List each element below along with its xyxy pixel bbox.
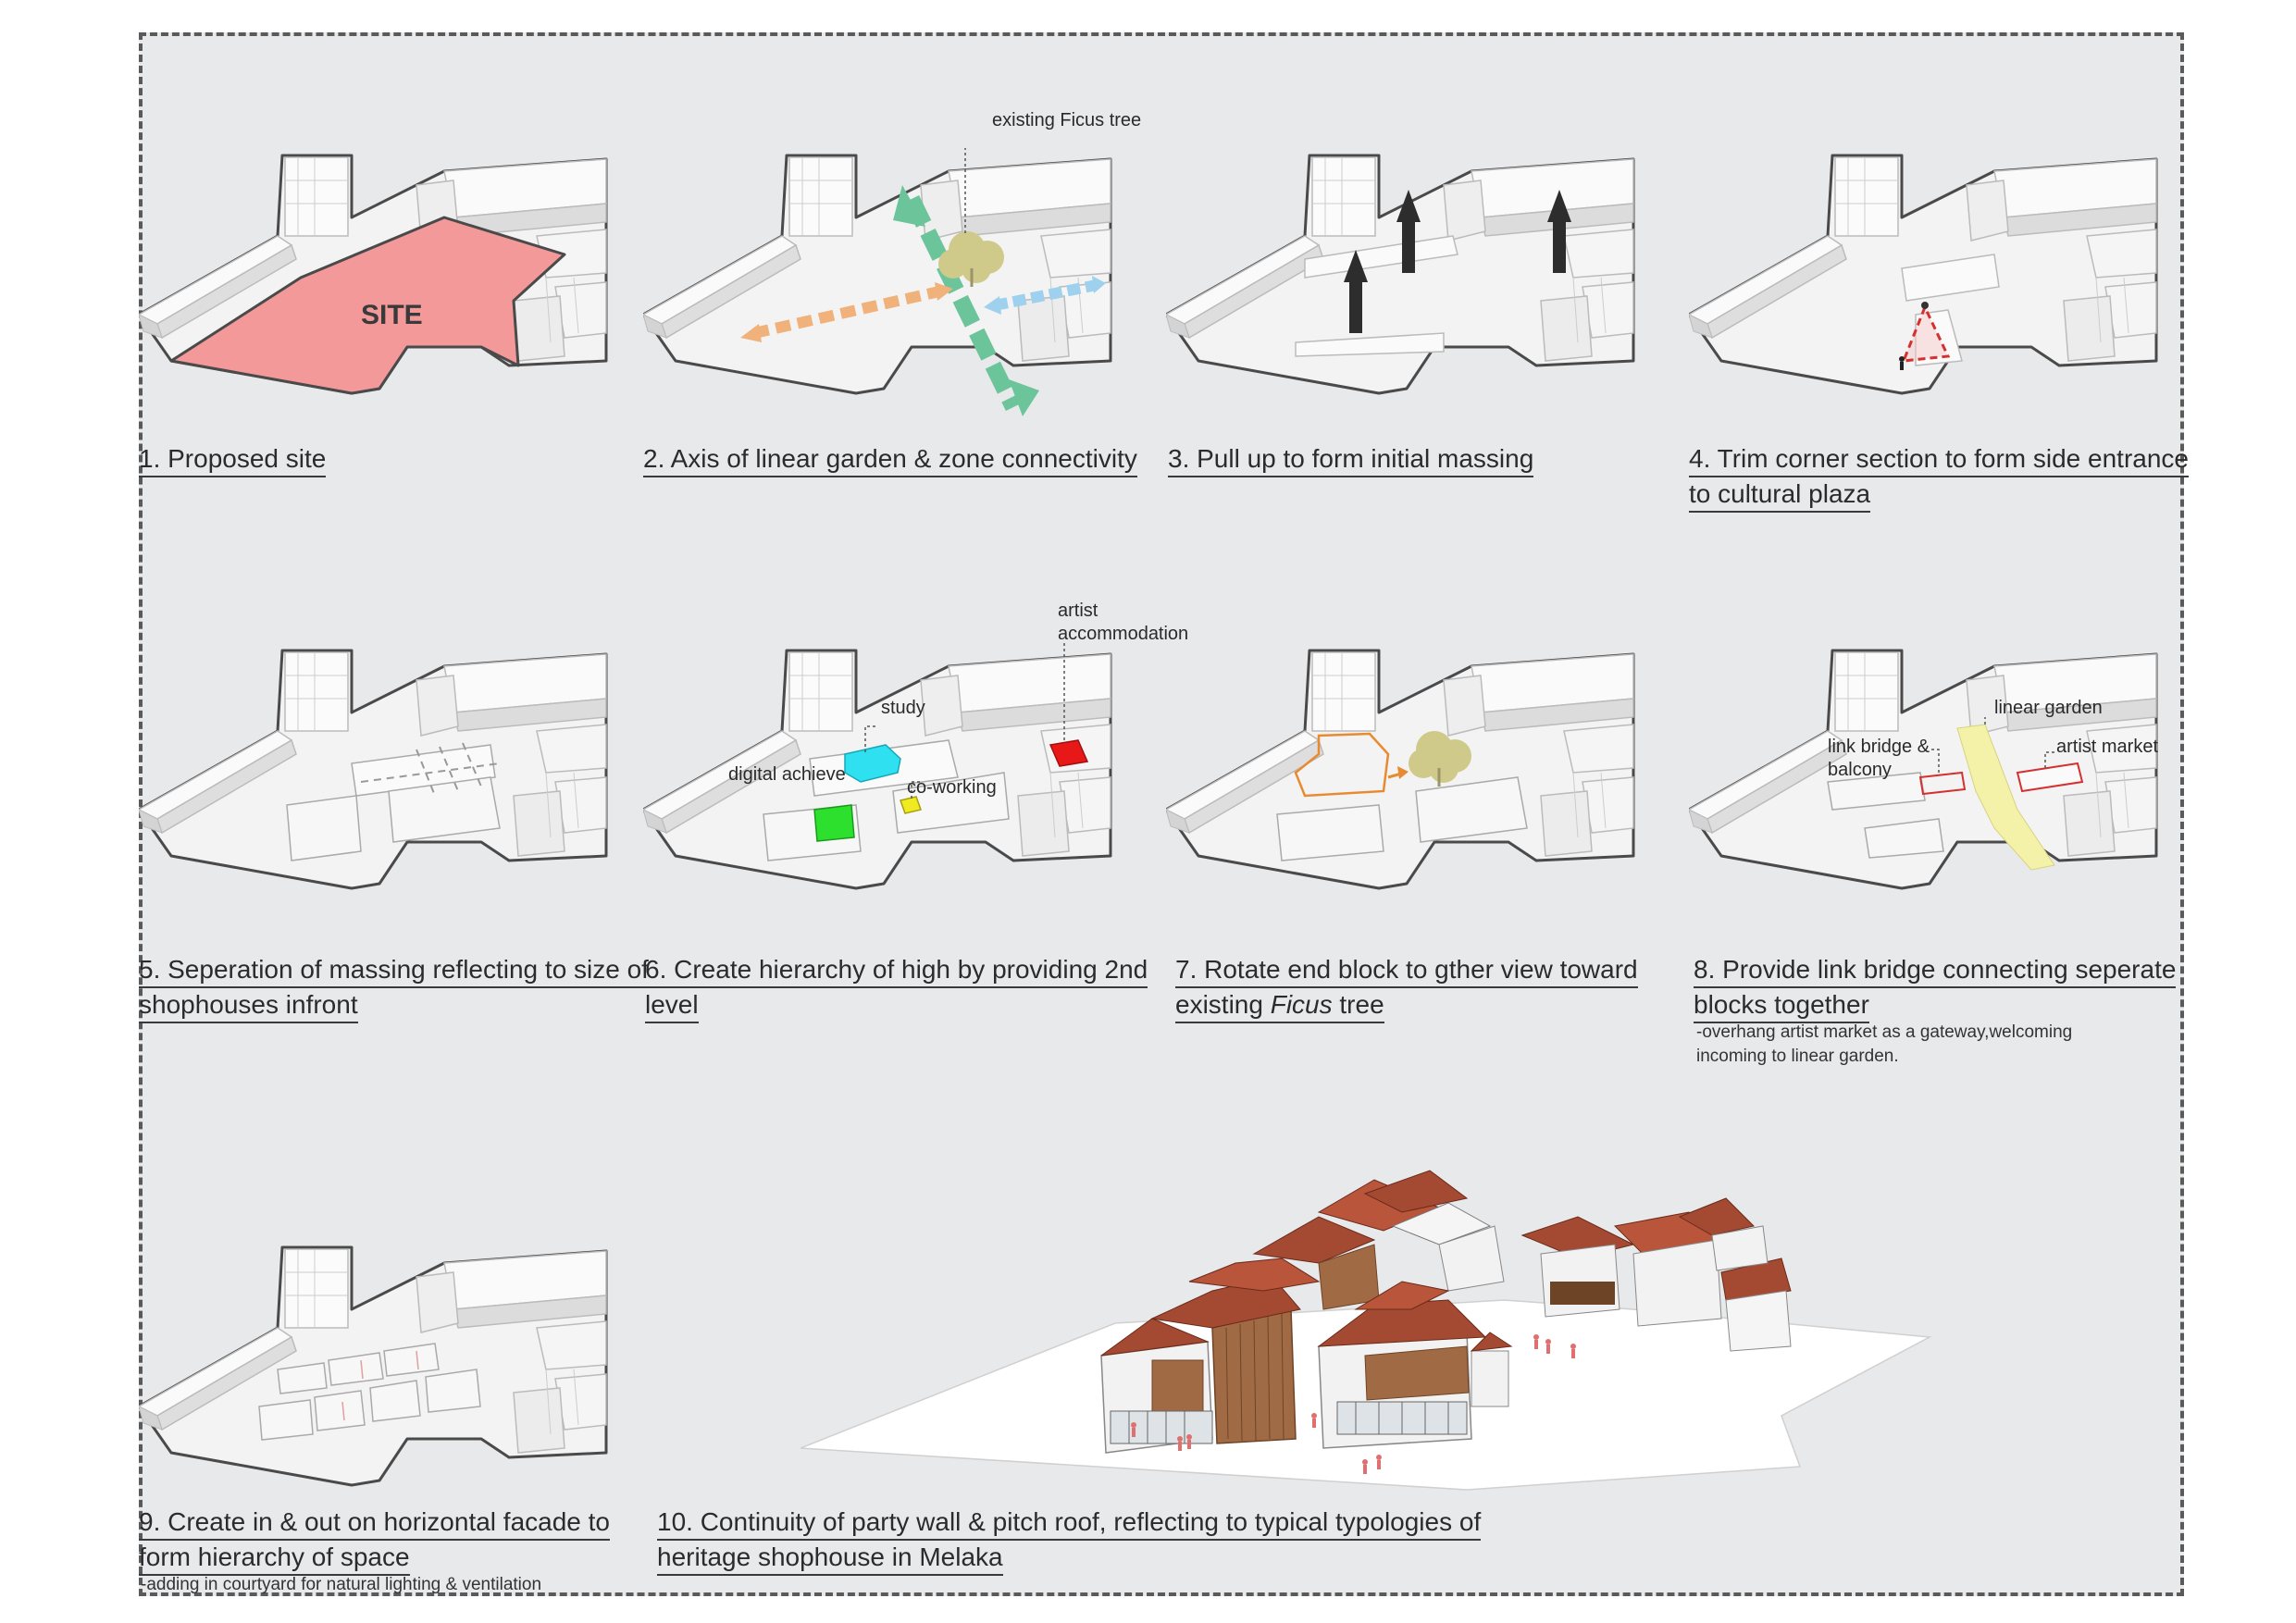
digital-achieve-block: [814, 805, 854, 841]
panel-10-drawing: [800, 1161, 1939, 1504]
panel-9-drawing: [139, 1240, 620, 1499]
artist-accommodation-label: artist accommodation: [1058, 600, 1188, 646]
step-9-title-l2: form hierarchy of space: [139, 1541, 410, 1576]
step-10-caption: 10. Continuity of party wall & pitch roo…: [657, 1505, 1481, 1576]
panel-7-drawing: [1166, 643, 1647, 902]
step-10-title-l1: 10. Continuity of party wall & pitch roo…: [657, 1505, 1481, 1541]
panel-7-rotate: [1166, 643, 1647, 902]
study-label: study: [881, 697, 925, 720]
panel-1-site: SITE: [139, 148, 620, 407]
step-2-caption: 2. Axis of linear garden & zone connecti…: [643, 442, 1137, 477]
step-8-title-l2: blocks together: [1694, 988, 1869, 1023]
step-8-note-l2: incoming to linear garden.: [1696, 1047, 1899, 1066]
step-6-title-l1: 6. Create hierarchy of high by providing…: [645, 953, 1148, 988]
step-3-title: 3. Pull up to form initial massing: [1168, 442, 1533, 477]
step-9-caption: 9. Create in & out on horizontal facade …: [139, 1505, 610, 1576]
step-8-note-l1: -overhang artist market as a gateway,wel…: [1696, 1022, 2072, 1042]
panel-2-axis: [643, 148, 1143, 426]
link-bridge-l1: link bridge &: [1828, 737, 1930, 757]
artist-market-label: artist market: [2056, 736, 2158, 759]
step-7-caption: 7. Rotate end block to gther view toward…: [1175, 953, 1638, 1023]
step-5-title-l1: 5. Seperation of massing reflecting to s…: [139, 953, 649, 988]
step-8-caption: 8. Provide link bridge connecting sepera…: [1694, 953, 2176, 1023]
link-bridge-l2: balcony: [1828, 760, 1892, 780]
coworking-label: co-working: [907, 776, 997, 799]
step-4-title-l2: to cultural plaza: [1689, 477, 1870, 513]
step-5-title-l2: shophouses infront: [139, 988, 358, 1023]
step-7-title-l1: 7. Rotate end block to gther view toward: [1175, 953, 1638, 988]
panel-10-final-render: [800, 1161, 1939, 1504]
step-2-title: 2. Axis of linear garden & zone connecti…: [643, 442, 1137, 477]
panel-6-drawing: [643, 643, 1124, 902]
panel-3-drawing: [1166, 148, 1647, 407]
step-5-caption: 5. Seperation of massing reflecting to s…: [139, 953, 649, 1023]
digital-achieve-label: digital achieve: [728, 763, 846, 787]
panel-5-separation: [139, 643, 620, 902]
step-9-note: -adding in courtyard for natural lightin…: [141, 1573, 541, 1597]
step-10-title-l2: heritage shophouse in Melaka: [657, 1541, 1003, 1576]
panel-6-hierarchy: [643, 643, 1124, 902]
step-6-title-l2: level: [645, 988, 699, 1023]
linear-garden-label: linear garden: [1994, 697, 2103, 720]
artist-accommodation-l1: artist: [1058, 601, 1098, 621]
panel-5-drawing: [139, 643, 620, 902]
step-4-caption: 4. Trim corner section to form side entr…: [1689, 442, 2189, 513]
artist-accommodation-l2: accommodation: [1058, 624, 1188, 644]
step-8-title-l1: 8. Provide link bridge connecting sepera…: [1694, 953, 2176, 988]
link-bridge-label: link bridge & balcony: [1828, 736, 1930, 782]
building-back: [1254, 1171, 1504, 1309]
panel-9-facade: [139, 1240, 620, 1499]
site-label: SITE: [361, 300, 423, 330]
panel-3-massing: [1166, 148, 1647, 407]
step-3-caption: 3. Pull up to form initial massing: [1168, 442, 1533, 477]
panel-2-drawing: [643, 148, 1143, 426]
panel-4-drawing: [1689, 148, 2170, 407]
step-4-title-l1: 4. Trim corner section to form side entr…: [1689, 442, 2189, 477]
ficus-label: existing Ficus tree: [992, 109, 1141, 132]
panel-4-trim: [1689, 148, 2170, 407]
step-9-title-l1: 9. Create in & out on horizontal facade …: [139, 1505, 610, 1541]
step-1-caption: 1. Proposed site: [139, 442, 326, 477]
step-6-caption: 6. Create hierarchy of high by providing…: [645, 953, 1148, 1023]
step-1-title: 1. Proposed site: [139, 442, 326, 477]
panel-1-drawing: SITE: [139, 148, 620, 407]
step-7-title-l2: existing Ficus tree: [1175, 988, 1384, 1023]
step-8-note: -overhang artist market as a gateway,wel…: [1696, 1021, 2072, 1069]
